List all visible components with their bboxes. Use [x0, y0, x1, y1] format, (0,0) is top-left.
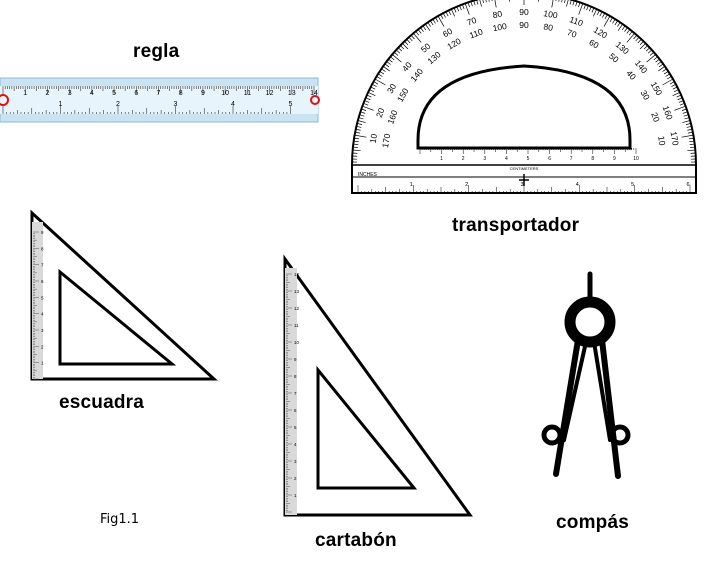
protractor-inner-scale-label: 170	[380, 133, 392, 149]
ruler-top-tick-label: 9	[201, 90, 205, 97]
cartabon-scale-label: 13	[294, 289, 300, 294]
protractor-outer-scale-label: 80	[492, 9, 503, 21]
set-square-label: escuadra	[59, 392, 145, 413]
protractor-inch-label: 4	[576, 182, 579, 188]
protractor-inner-scale-label: 70	[566, 27, 579, 40]
protractor-cm-label: 8	[591, 156, 594, 162]
protractor-inner-scale-label: 60	[587, 37, 600, 51]
escuadra-scale-label: 3	[41, 328, 44, 333]
ruler-top-tick-label: 11	[244, 90, 251, 97]
cartabon-scale-label: 6	[294, 408, 297, 413]
cartabon-scale-label: 12	[294, 306, 300, 311]
protractor-inner-scale-label: 80	[543, 21, 554, 33]
ruler-top-tick-label: 2	[45, 90, 49, 97]
protractor-unit-in: INCHES	[358, 172, 378, 178]
ruler-top-tick-label: 12	[266, 90, 274, 97]
cartabon-scale-label: 7	[294, 391, 297, 396]
ruler-bottom-tick-label: 1	[59, 101, 63, 108]
ruler-bottom-tick-label: 4	[231, 101, 235, 108]
protractor-cm-label: 4	[505, 156, 508, 162]
ruler-top-tick-label: 7	[157, 90, 161, 97]
compass-icon	[541, 271, 631, 479]
protractor-inch-label: 3	[520, 182, 523, 188]
compass-label: compás	[556, 512, 630, 533]
protractor-inner-scale-label: 110	[468, 26, 484, 40]
protractor-cm-label: 3	[483, 156, 486, 162]
protractor-inner-scale-label: 30	[639, 88, 653, 101]
ruler-bottom-tick-label: 5	[289, 101, 293, 108]
protractor-inner-scale-label: 10	[656, 135, 668, 146]
protractor-outer-scale-label: 30	[385, 82, 399, 95]
ruler-top-tick-label: 13	[288, 90, 296, 97]
cartabon-scale-label: 3	[294, 459, 297, 464]
cartabon-scale-label: 14	[294, 272, 300, 277]
protractor-cm-label: 9	[613, 156, 616, 162]
protractor-outer-scale-label: 60	[441, 26, 454, 40]
ruler-red-marker-end-icon	[310, 95, 320, 105]
protractor-inner-scale-label: 160	[385, 108, 399, 125]
protractor-inner-scale-label: 90	[519, 20, 529, 30]
ruler-top-tick-label: 5	[112, 90, 116, 97]
escuadra-scale-label: 9	[41, 230, 44, 235]
protractor-inner-scale-label: 20	[649, 111, 662, 124]
protractor-outer-scale-label: 10	[368, 133, 380, 144]
ruler-top-tick-label: 14	[310, 90, 318, 97]
cartabon-label: cartabón	[315, 530, 397, 551]
cartabon-scale-label: 4	[294, 442, 297, 447]
cartabon-scale-label: 11	[294, 323, 299, 328]
protractor-unit-cm: CENTIMETERS	[510, 166, 539, 171]
protractor-outer-scale-label: 160	[661, 104, 675, 121]
escuadra-scale-label: 7	[41, 263, 44, 268]
ruler-bottom-tick-label: 3	[174, 101, 178, 108]
escuadra-scale-label: 2	[41, 344, 44, 349]
protractor-outer-scale-label: 100	[543, 8, 559, 20]
protractor-label: transportador	[452, 215, 580, 236]
protractor-inner-scale-label: 100	[492, 21, 508, 33]
escuadra-set-square: 1 2 3 4 5 6 7 8 9	[30, 209, 218, 381]
ruler-top-tick-label: 3	[68, 90, 72, 97]
ruler-top-tick-label: 8	[179, 90, 183, 97]
ruler-top-tick-label: 1	[23, 90, 27, 97]
protractor-cm-label: 2	[462, 156, 465, 162]
protractor-outer-scale-label: 170	[669, 131, 681, 147]
protractor-window	[416, 64, 632, 150]
ruler-red-marker-icon	[0, 94, 9, 106]
protractor-outer-scale-label: 20	[374, 106, 387, 119]
protractor-outer-scale-label: 110	[568, 14, 584, 28]
ruler-top-tick-label: 10	[221, 90, 229, 97]
escuadra-scale-label: 8	[41, 246, 44, 251]
protractor-outer-scale-label: 70	[466, 15, 479, 28]
cartabon-scale-label: 9	[294, 357, 297, 362]
protractor-inch-label: 2	[465, 182, 468, 188]
protractor-cm-label: 5	[527, 156, 530, 162]
ruler-top-tick-label: 4	[90, 90, 94, 97]
cartabon-scale-label: 8	[294, 374, 297, 379]
ruler-label: regla	[133, 41, 180, 62]
protractor-inch-label: 6	[686, 182, 689, 188]
ruler-bottom-tick-label: 2	[116, 101, 120, 108]
protractor-inch-label: 1	[410, 182, 413, 188]
protractor-outer-scale-label: 90	[519, 7, 529, 17]
cartabon-scale-label: 5	[294, 425, 297, 430]
protractor-cm-label: 7	[570, 156, 573, 162]
cartabon-scale-label: 10	[294, 340, 300, 345]
escuadra-scale-label: 4	[41, 312, 44, 317]
protractor-cm-label: 1	[440, 156, 443, 162]
protractor-cm-label: 6	[548, 156, 551, 162]
protractor-inch-label: 5	[631, 182, 634, 188]
cartabon-scale-label: 1	[294, 493, 297, 498]
protractor-cm-label: 10	[633, 156, 639, 162]
ruler-top-tick-label: 6	[134, 90, 138, 97]
escuadra-scale-label: 1	[41, 361, 44, 366]
cartabon-scale-label: 2	[294, 476, 297, 481]
escuadra-scale-label: 5	[41, 295, 44, 300]
figure-caption: Fig1.1	[100, 512, 140, 527]
escuadra-scale-label: 6	[41, 279, 44, 284]
